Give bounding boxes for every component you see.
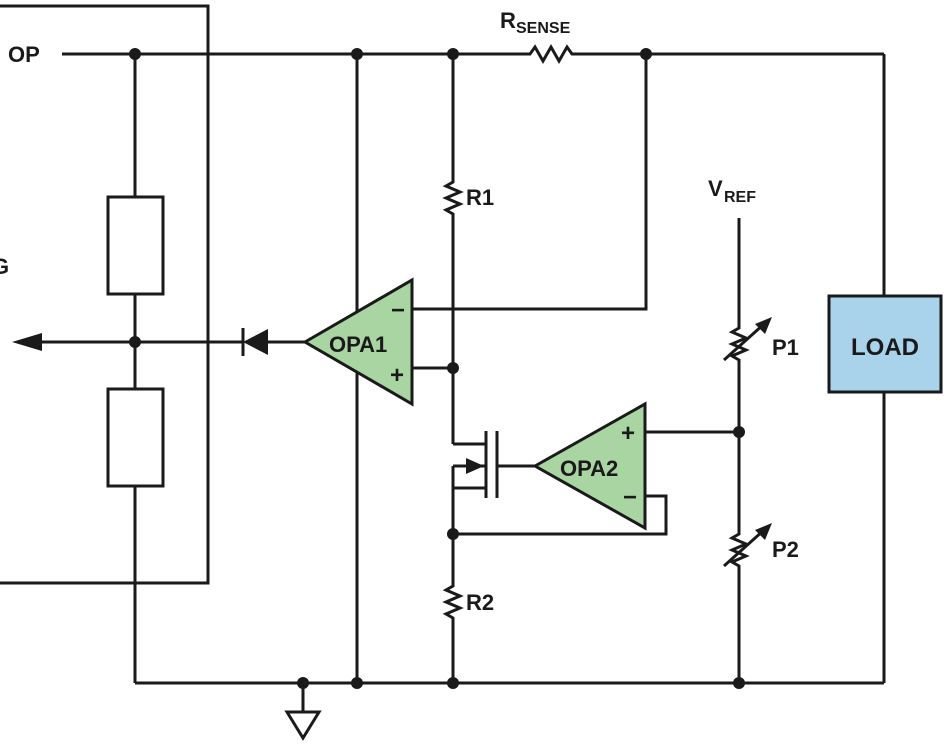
rsense-subscript: SENSE [516,20,571,37]
opa1-minus-sign: − [391,297,405,324]
r1-label: R1 [466,185,494,210]
junction-dot [640,48,652,60]
opa1-amplifier [302,277,414,407]
p1-label: P1 [772,335,799,360]
diode-icon [243,329,268,355]
mosfet-arrow-icon [466,458,484,474]
p1-arrow-icon [755,317,772,334]
junction-dot [129,48,141,60]
power-module-outline [0,4,210,585]
rsense-resistor [510,43,590,65]
opa1-label: OPA1 [329,332,387,357]
opa2-feedback-wire [453,494,668,536]
p2-arrow [722,528,766,568]
p2-resistor [728,528,750,572]
junction-dot [447,362,459,374]
p1-resistor [728,322,750,366]
junction-dot [351,677,363,689]
divider-lower-resistor [106,387,165,488]
load-box [827,294,943,394]
junction-dot [733,677,745,689]
r2-label: R2 [466,590,494,615]
vref-label: V [708,176,723,201]
junction-dot [447,528,459,540]
r1-resistor [442,176,464,218]
partial-left-label: G [0,254,9,279]
junction-dot [447,677,459,689]
opa2-plus-sign: + [621,420,635,447]
r2-resistor [442,580,464,622]
opa2-label: OPA2 [560,456,618,481]
junction-dot [351,48,363,60]
trim-arrow-icon [12,333,42,351]
divider-upper-resistor [106,195,165,296]
junction-dot [733,426,745,438]
opa1-minus-wire [412,54,648,311]
junction-dot [129,336,141,348]
opa1-plus-sign: + [390,362,404,389]
load-label: LOAD [851,334,919,361]
p2-arrow-icon [755,523,772,540]
rsense-label: R [500,8,516,33]
junction-dot [297,677,309,689]
p1-arrow [722,322,766,362]
vref-subscript: REF [724,189,756,206]
ground-icon [284,710,322,741]
p2-label: P2 [772,537,799,562]
opa2-minus-sign: − [623,484,637,511]
op-label: OP [8,42,40,67]
junction-dot [447,48,459,60]
opa2-amplifier [531,401,647,531]
